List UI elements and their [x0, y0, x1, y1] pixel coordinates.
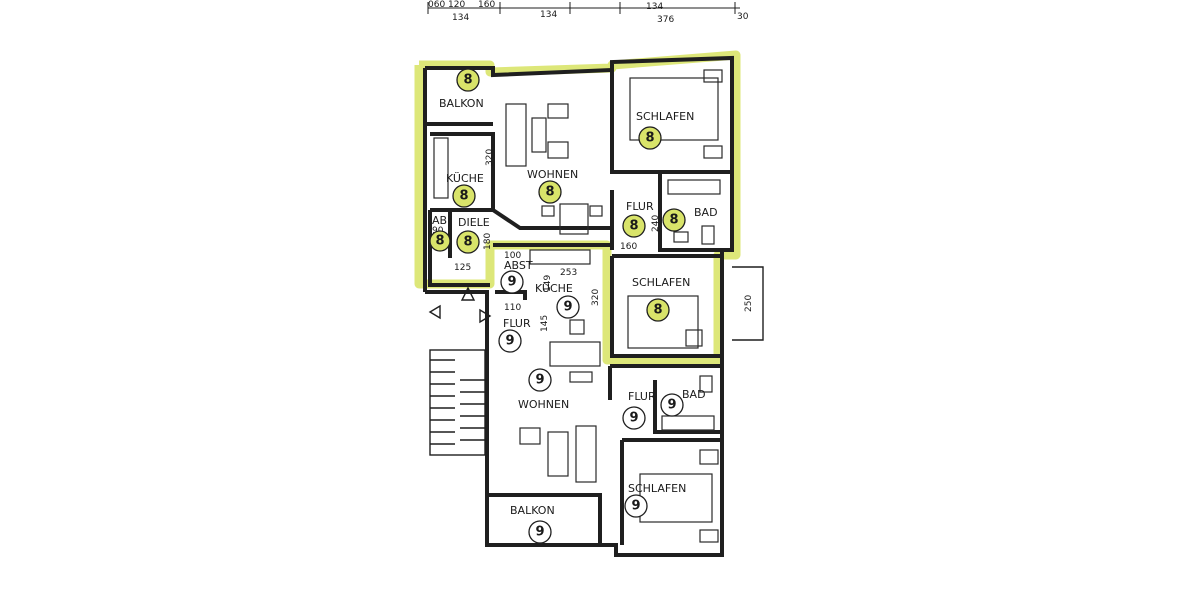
unit-marker-kueche-8: 8 — [452, 184, 476, 208]
furniture — [433, 69, 723, 543]
room-label-diele-8: DIELE — [458, 216, 490, 229]
entrance-arrows — [428, 286, 492, 324]
room-label-ab-8: AB — [432, 214, 447, 227]
unit-marker-kueche-9: 9 — [556, 295, 580, 319]
top-dim-7: 376 — [657, 15, 674, 25]
top-dim-6: 134 — [646, 2, 663, 12]
room-labels: BALKON KÜCHE WOHNEN SCHLAFEN FLUR BAD AB… — [432, 97, 718, 517]
unit-marker-schlafen-8-top: 8 — [638, 126, 662, 150]
unit-marker-wohnen-8: 8 — [538, 180, 562, 204]
unit-marker-bad-9: 9 — [660, 393, 684, 417]
room-label-balkon-9: BALKON — [510, 504, 555, 517]
dim-diele-width: 125 — [454, 263, 471, 273]
svg-text:8: 8 — [545, 185, 554, 200]
room-label-flur-9: FLUR — [628, 390, 656, 403]
room-label-schlafen-8-mid: SCHLAFEN — [632, 276, 690, 289]
unit-marker-schlafen-8-mid: 8 — [646, 298, 670, 322]
top-dimension-line: 060 120 160 134 134 134 376 30 — [427, 0, 749, 25]
dim-flur8-width: 240 — [651, 215, 661, 232]
unit-marker-diele-8: 8 — [456, 230, 480, 254]
unit-marker-flur-8: 8 — [622, 214, 646, 238]
top-dim-3: 160 — [478, 0, 495, 10]
staircase — [429, 349, 486, 456]
unit-marker-flur-9: 9 — [622, 406, 646, 430]
svg-text:9: 9 — [507, 275, 516, 290]
unit-number-markers: 8 8 8 8 8 8 8 8 — [429, 68, 686, 544]
svg-text:9: 9 — [631, 499, 640, 514]
svg-text:9: 9 — [629, 411, 638, 426]
unit-marker-abst-9: 9 — [500, 270, 524, 294]
room-label-wohnen-8: WOHNEN — [527, 168, 578, 181]
walls — [423, 55, 764, 557]
svg-text:9: 9 — [563, 300, 572, 315]
room-label-bad-9: BAD — [682, 388, 706, 401]
unit-marker-balkon-9: 9 — [528, 520, 552, 544]
dim-kueche9-height: 320 — [591, 289, 601, 306]
room-label-schlafen-8-top: SCHLAFEN — [636, 110, 694, 123]
svg-text:9: 9 — [667, 398, 676, 413]
dim-schlafen-side: 250 — [744, 295, 754, 312]
room-label-schlafen-9: SCHLAFEN — [628, 482, 686, 495]
svg-text:8: 8 — [669, 213, 678, 228]
svg-text:8: 8 — [435, 234, 444, 249]
svg-text:8: 8 — [645, 131, 654, 146]
dim-kueche8-height: 320 — [485, 149, 495, 166]
svg-text:8: 8 — [463, 235, 472, 250]
room-label-flur-9-left: FLUR — [503, 317, 531, 330]
room-label-kueche-9: KÜCHE — [535, 282, 573, 295]
unit-marker-balkon-top: 8 — [456, 68, 480, 92]
room-label-abst-9: ABST — [504, 259, 533, 272]
dim-flur8-len: 160 — [620, 242, 637, 252]
top-dim-8: 30 — [737, 12, 749, 22]
svg-text:8: 8 — [653, 303, 662, 318]
svg-text:8: 8 — [463, 73, 472, 88]
room-label-flur-8: FLUR — [626, 200, 654, 213]
dim-flur9-110: 110 — [504, 303, 521, 313]
svg-text:8: 8 — [629, 219, 638, 234]
unit-marker-bad-8: 8 — [662, 208, 686, 232]
dim-149: 149 — [543, 275, 553, 292]
unit-marker-schlafen-9: 9 — [624, 494, 648, 518]
unit-marker-ab-8: 8 — [429, 230, 451, 252]
top-dim-1: 060 — [428, 0, 445, 10]
dim-diele-height: 180 — [483, 233, 493, 250]
svg-text:9: 9 — [535, 373, 544, 388]
svg-text:8: 8 — [459, 189, 468, 204]
top-dim-2: 120 — [448, 0, 465, 10]
svg-text:9: 9 — [505, 334, 514, 349]
room-label-wohnen-9: WOHNEN — [518, 398, 569, 411]
room-label-balkon-top: BALKON — [439, 97, 484, 110]
dim-kueche9-width: 253 — [560, 268, 577, 278]
unit-marker-wohnen-9: 9 — [528, 368, 552, 392]
room-label-kueche-8: KÜCHE — [446, 172, 484, 185]
dim-abst-100: 100 — [504, 251, 521, 261]
room-label-bad-8: BAD — [694, 206, 718, 219]
dim-flur9-145: 145 — [540, 315, 550, 332]
top-dim-5: 134 — [540, 10, 557, 20]
svg-text:9: 9 — [535, 525, 544, 540]
unit-marker-flur-9-left: 9 — [498, 329, 522, 353]
top-dim-4: 134 — [452, 13, 469, 23]
dimension-labels: 320 240 160 90 180 125 100 253 149 320 1… — [432, 149, 754, 332]
